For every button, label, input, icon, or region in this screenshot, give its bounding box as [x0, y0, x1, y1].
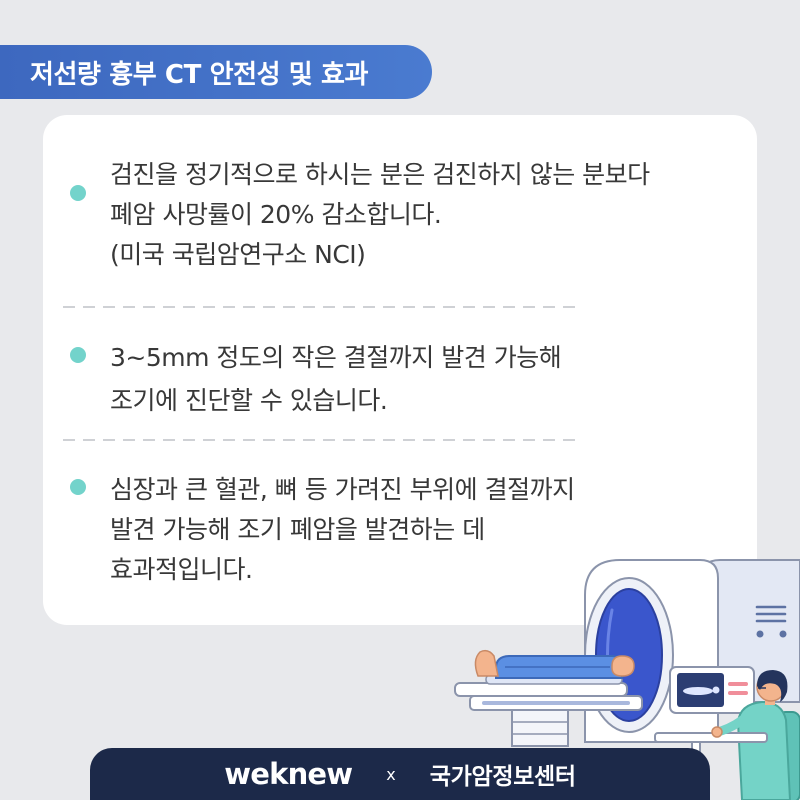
bullet-item: 검진을 정기적으로 하시는 분은 검진하지 않는 분보다 폐암 사망률이 20%… [110, 155, 650, 275]
bullet-dot [70, 479, 86, 495]
bullet-dot [70, 347, 86, 363]
bullet-item: 3~5mm 정도의 작은 결절까지 발견 가능해 조기에 진단할 수 있습니다. [110, 336, 562, 422]
weknew-logo: weknew [224, 757, 353, 791]
chair [777, 711, 800, 800]
footer-bar: weknew x 국가암정보센터 [90, 748, 710, 800]
title-banner: 저선량 흉부 CT 안전성 및 효과 [0, 45, 432, 99]
bullet-text-line: 조기에 진단할 수 있습니다. [110, 386, 388, 415]
machine-panel-icon [755, 605, 787, 623]
dashed-divider [63, 439, 580, 441]
page-title: 저선량 흉부 CT 안전성 및 효과 [30, 59, 368, 90]
dashed-divider [63, 306, 580, 308]
collab-separator: x [386, 764, 396, 784]
doctor-head-and-arm [711, 670, 788, 738]
bullet-item: 심장과 큰 혈관, 뼈 등 가려진 부위에 결절까지 발견 가능해 조기 폐암을… [110, 470, 575, 590]
control-console [669, 666, 755, 714]
bullet-text-line: (미국 국립암연구소 NCI) [110, 240, 366, 269]
patient-table [454, 682, 643, 747]
partner-name: 국가암정보센터 [429, 764, 576, 790]
patient [474, 649, 635, 685]
bullet-text-line: 검진을 정기적으로 하시는 분은 검진하지 않는 분보다 [110, 160, 650, 189]
bullet-text-line: 발견 가능해 조기 폐암을 발견하는 데 [110, 515, 485, 544]
bullet-text-line: 심장과 큰 혈관, 뼈 등 가려진 부위에 결절까지 [110, 475, 575, 504]
content-card [43, 115, 757, 625]
bullet-dot [70, 185, 86, 201]
patient-feet [474, 649, 499, 677]
doctor [736, 700, 800, 800]
machine-panel-dots [756, 630, 787, 638]
bullet-text-line: 폐암 사망률이 20% 감소합니다. [110, 200, 442, 229]
patient-hands [611, 655, 635, 677]
bullet-text-line: 3~5mm 정도의 작은 결절까지 발견 가능해 [110, 343, 562, 372]
console-screen [677, 673, 724, 707]
bullet-text-line: 효과적입니다. [110, 555, 253, 584]
